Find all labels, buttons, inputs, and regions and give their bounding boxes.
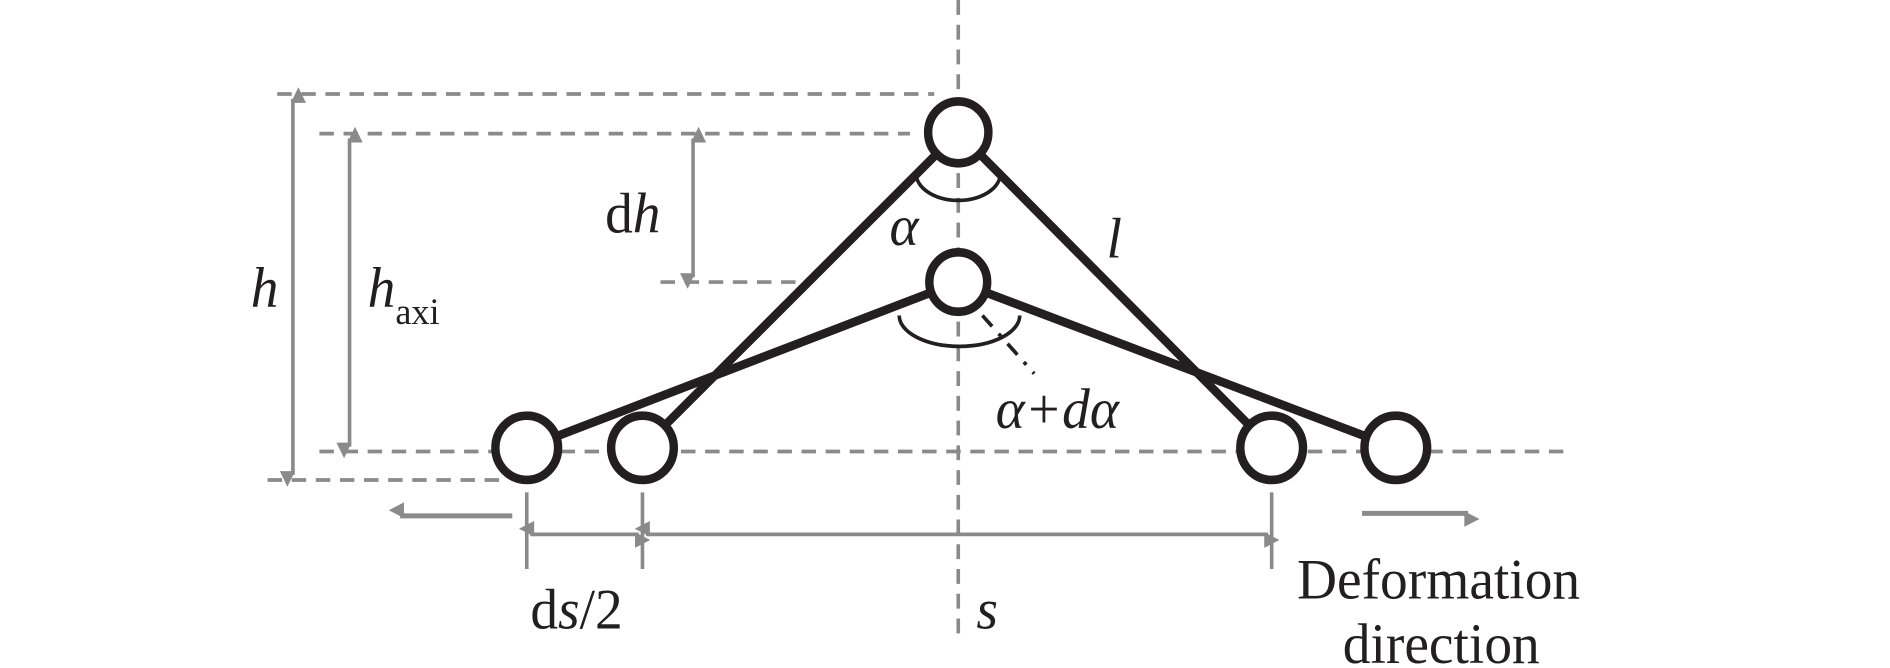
nodes <box>491 97 1432 485</box>
label-ds2: ds/2 <box>530 579 622 642</box>
label-direction: direction <box>1343 613 1540 668</box>
label-dh: dh <box>605 183 660 246</box>
node-top-deformed <box>925 248 992 317</box>
node-base-right-deformed <box>1360 411 1432 485</box>
label-alpha: α <box>890 195 921 258</box>
label-deformation: Deformation <box>1297 549 1580 612</box>
label-h: h <box>251 257 279 320</box>
reference-lines <box>267 0 1573 634</box>
node-base-left-deformed <box>491 411 563 485</box>
dimension-arrows <box>279 87 1480 570</box>
bar-initial-right <box>955 129 1275 451</box>
label-haxi: haxi <box>368 257 440 332</box>
bar-deformed-left <box>525 277 960 452</box>
node-top-initial <box>923 97 993 168</box>
angle-alpha-arc <box>914 173 1003 203</box>
label-l: l <box>1107 208 1122 271</box>
label-alpha-plus-dalpha: α+dα <box>996 378 1121 441</box>
label-s: s <box>976 579 998 642</box>
bar-initial-left <box>639 129 962 451</box>
node-base-left-initial <box>606 411 679 485</box>
truss-bars <box>525 129 1398 452</box>
angle-alpha-dalpha-arc <box>897 315 1022 349</box>
angle-leader <box>981 314 1036 375</box>
node-base-right-initial <box>1236 411 1308 485</box>
bar-deformed-right <box>956 277 1398 452</box>
